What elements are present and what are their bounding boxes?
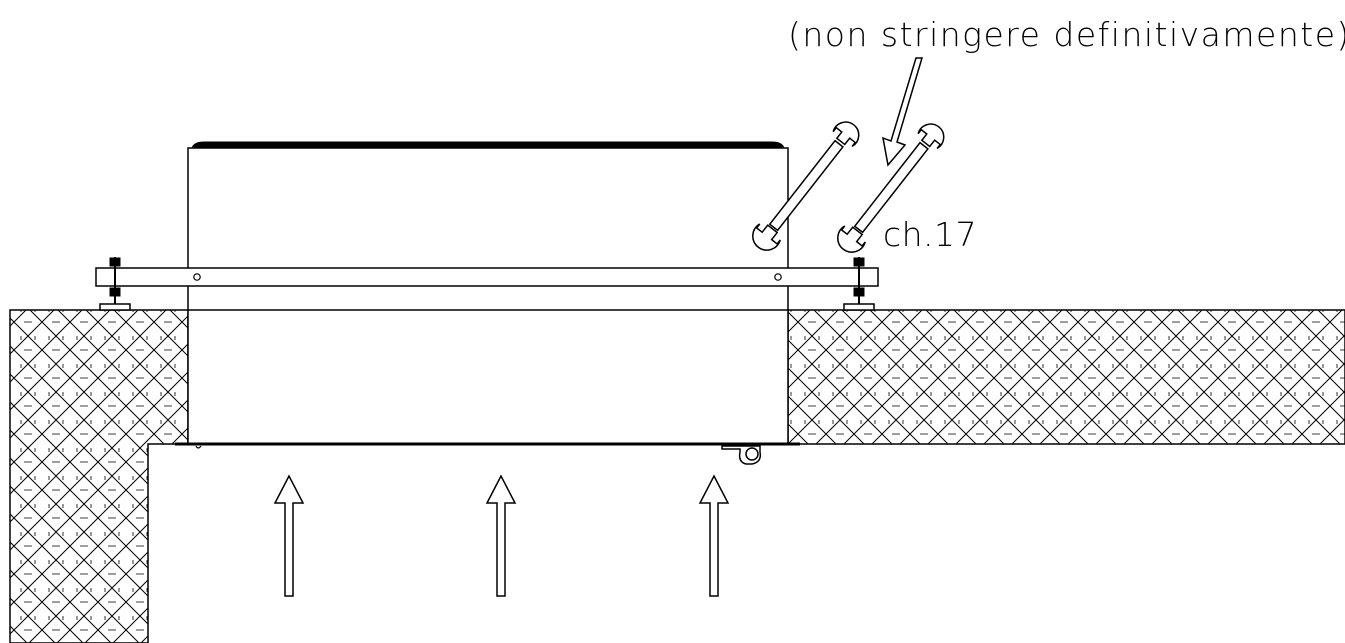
wrench-size-label: ch.17 [883,215,978,254]
panel-clip-left [195,445,202,449]
arrow-up-icon [273,474,305,597]
airflow-arrows [273,474,730,597]
drain-port [745,447,759,461]
rail-hole-right [774,273,782,281]
pointer-arrow [882,57,924,167]
unit-box [187,147,789,445]
ceiling-right-section [787,309,1345,445]
right-suspension-bolt [843,257,875,311]
bottom-panel [175,442,800,465]
arrow-up-icon [698,474,730,597]
unit-top-edge [191,141,785,149]
wrench-icon [752,121,860,251]
mounting-rail [95,267,879,287]
ceiling-section [9,309,1345,643]
rail-hole-left [193,273,201,281]
rail-bar [95,267,879,287]
ceiling-left-section [9,309,189,643]
tightening-note: (non stringere definitivamente) [788,15,1345,54]
wrench-icon [837,123,945,253]
left-suspension-bolt [99,257,131,311]
arrow-up-icon [485,474,517,597]
unit-body [187,141,789,445]
